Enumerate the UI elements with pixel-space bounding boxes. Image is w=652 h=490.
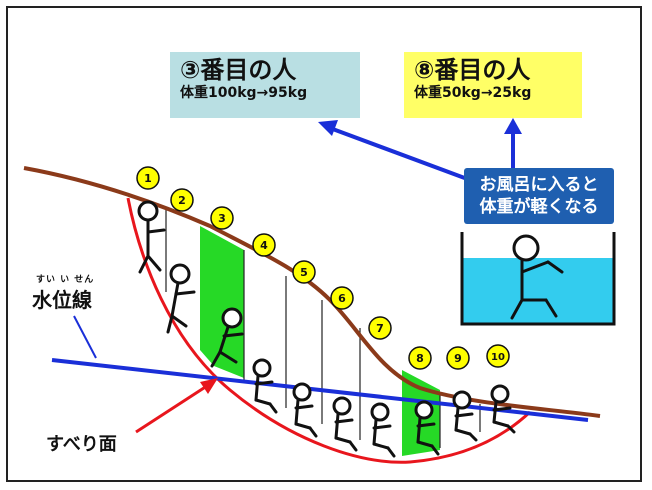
figure-9 — [452, 390, 478, 442]
slice-number-3: 3 — [218, 212, 226, 225]
ground-surface — [23, 166, 601, 418]
figure-10 — [490, 384, 516, 434]
slip-arrow — [135, 382, 211, 434]
bath-water — [462, 258, 614, 324]
person-3-title: ③番目の人 — [180, 56, 297, 84]
figure-2 — [166, 263, 196, 334]
water-level-reading: すい い せん — [36, 275, 95, 285]
slice-number-6-circle — [330, 286, 354, 310]
water-level-pointer — [73, 315, 97, 359]
slice-number-5-circle — [292, 260, 316, 284]
figure-6 — [332, 396, 358, 452]
figure-5 — [292, 382, 318, 438]
arrow-to-box3 — [329, 126, 471, 182]
figure-7 — [370, 402, 396, 458]
slice-number-10: 10 — [491, 352, 505, 363]
bath-figure — [510, 234, 564, 320]
slip-surface-label: すべり面 — [46, 434, 117, 455]
slice-number-1: 1 — [144, 172, 152, 185]
slice-number-labels: 1 2 3 4 5 6 7 8 9 10 — [144, 172, 505, 365]
slice-number-4-circle — [252, 233, 276, 257]
slice-number-3-circle — [210, 206, 234, 230]
figure-1 — [137, 200, 166, 274]
slice-number-2-circle — [170, 188, 194, 212]
slice-number-7-circle — [368, 316, 392, 340]
slice-number-5: 5 — [300, 266, 308, 279]
person-8-box: ⑧番目の人 体重50kg→25kg — [404, 52, 582, 118]
figure-3 — [210, 307, 244, 368]
arrow-to-box8-head — [504, 118, 522, 134]
person-3-box: ③番目の人 体重100kg→95kg — [170, 52, 360, 118]
water-level-label: 水位線 — [32, 288, 92, 312]
slice-number-8-circle — [408, 346, 432, 370]
slice-number-circles — [136, 166, 510, 370]
bath-caption: お風呂に入ると 体重が軽くなる — [464, 168, 614, 224]
slice-number-2: 2 — [178, 194, 186, 207]
bath-caption-line2: 体重が軽くなる — [479, 197, 599, 217]
slice-number-9: 9 — [454, 352, 462, 365]
person-8-weight: 体重50kg→25kg — [414, 85, 532, 101]
slice-number-4: 4 — [260, 239, 268, 252]
slice-3-highlight — [200, 226, 244, 378]
slice-number-6: 6 — [338, 292, 346, 305]
bath-caption-line1: お風呂に入ると — [479, 175, 599, 195]
figure-4 — [252, 358, 278, 414]
slice-number-1-circle — [136, 166, 160, 190]
person-3-weight: 体重100kg→95kg — [180, 85, 308, 101]
slice-number-10-circle — [486, 344, 510, 368]
slope-figures — [137, 200, 516, 458]
slice-number-9-circle — [446, 346, 470, 370]
slice-number-8: 8 — [416, 352, 424, 365]
slice-number-7: 7 — [376, 322, 384, 335]
slip-surface-curve — [126, 197, 532, 464]
figure-8 — [414, 400, 440, 456]
person-8-title: ⑧番目の人 — [414, 56, 531, 84]
slip-arrow-head — [200, 378, 218, 394]
arrow-to-box3-head — [318, 120, 338, 136]
bath-tub — [460, 232, 616, 326]
